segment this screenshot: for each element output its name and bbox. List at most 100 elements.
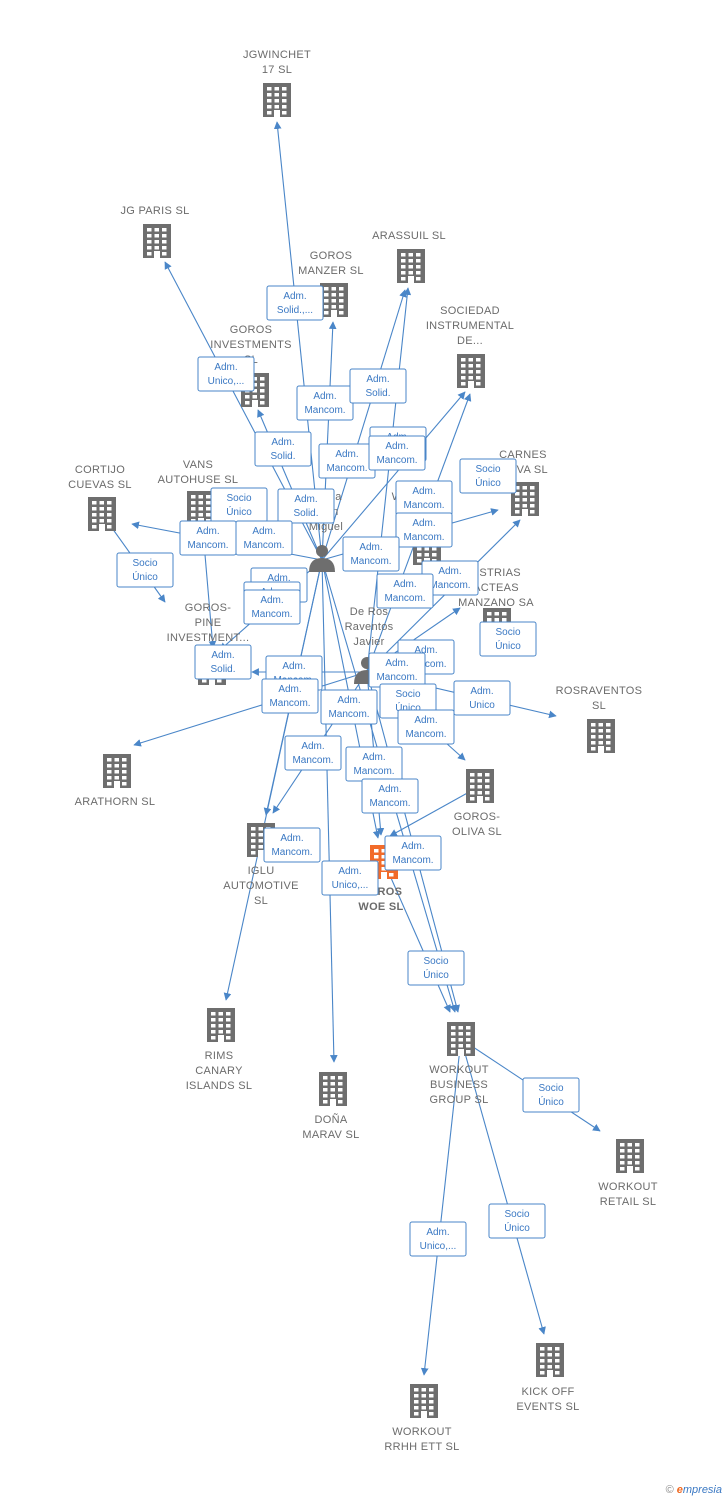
node-label-line: DE... [457, 335, 483, 347]
relation-label[interactable]: Adm.Unico,... [197, 356, 255, 392]
building-icon [457, 354, 485, 388]
building-window [401, 271, 406, 275]
relation-label[interactable]: Adm.Mancom. [318, 443, 376, 479]
relation-text-line: Mancom. [392, 855, 433, 866]
relation-label[interactable]: Adm.Mancom. [345, 746, 403, 782]
footer-brand[interactable]: ©empresia [666, 1484, 722, 1496]
relation-label[interactable]: Adm.Mancom. [384, 835, 442, 871]
building-window [591, 729, 596, 733]
relation-label[interactable]: Adm.Mancom. [368, 652, 426, 688]
building-window [620, 1161, 625, 1165]
building-window [461, 382, 466, 386]
relation-text-line: Mancom. [269, 698, 310, 709]
relation-label[interactable]: Adm.Mancom. [284, 735, 342, 771]
relation-label[interactable]: Adm.Solid. [349, 368, 407, 404]
relation-label[interactable]: Adm.Solid. [277, 488, 335, 524]
building-window [515, 492, 520, 496]
building-window [99, 519, 104, 523]
relation-label[interactable]: Adm.Mancom. [261, 678, 319, 714]
building-window [620, 1155, 625, 1159]
relation-box [376, 573, 434, 609]
building-window [458, 1038, 463, 1042]
node-arassuil[interactable]: ARASSUIL SL [372, 230, 446, 283]
relation-label[interactable]: Adm.Mancom. [395, 512, 453, 548]
relation-label[interactable]: Adm.Solid. [194, 644, 252, 680]
relation-label[interactable]: Adm.Mancom. [179, 520, 237, 556]
relation-label[interactable]: Adm.Mancom. [376, 573, 434, 609]
relation-label[interactable]: Adm.Mancom. [243, 589, 301, 625]
node-gorosoliva[interactable]: GOROS-OLIVA SL [452, 769, 502, 838]
relation-label[interactable]: Adm.Mancom. [342, 536, 400, 572]
node-sociedad[interactable]: SOCIEDADINSTRUMENTALDE... [426, 305, 514, 388]
edge-workoutbg-workoutrrhh [420, 1038, 462, 1376]
building-window [421, 1388, 426, 1392]
building-window [432, 547, 437, 551]
relation-box [397, 709, 455, 745]
relation-label[interactable]: Adm.Mancom. [421, 560, 479, 596]
building-window [323, 1076, 328, 1080]
building-window [502, 612, 507, 616]
building-window [211, 1012, 216, 1016]
building-window [598, 735, 603, 739]
brand-name: mpresia [682, 1484, 722, 1496]
building-window [522, 504, 527, 508]
relation-label[interactable]: Adm.Mancom. [395, 480, 453, 516]
relation-text-line: Adm. [335, 449, 358, 460]
node-jgparis[interactable]: JG PARIS SL [120, 205, 189, 258]
building-window [107, 513, 112, 517]
relation-label[interactable]: Adm.Solid. [254, 431, 312, 467]
relation-label[interactable]: Adm.Unico,... [409, 1221, 467, 1257]
node-label-line: INSTRUMENTAL [426, 320, 514, 332]
building-window [477, 791, 482, 795]
building-window [331, 287, 336, 291]
building-window [114, 776, 119, 780]
relation-label[interactable]: Adm.Unico,... [321, 860, 379, 896]
relation-text-line: Adm. [267, 573, 290, 584]
building-window [458, 1032, 463, 1036]
node-arathorn[interactable]: ARATHORN SL [75, 754, 156, 808]
relation-label[interactable]: Adm.Mancom. [397, 709, 455, 745]
building-window [598, 723, 603, 727]
relation-text-line: Socio [475, 464, 500, 475]
relation-label[interactable]: Adm.Mancom. [263, 827, 321, 863]
relation-label[interactable]: Adm.Unico [453, 680, 511, 716]
building-window [323, 1082, 328, 1086]
node-label-line: KICK OFF [521, 1386, 574, 1398]
building-window [466, 1050, 471, 1054]
building-window [401, 259, 406, 263]
building-window [99, 507, 104, 511]
relation-label[interactable]: Adm.Mancom. [296, 385, 354, 421]
building-window [627, 1143, 632, 1147]
building-window [540, 1353, 545, 1357]
relation-label[interactable]: Adm.Mancom. [235, 520, 293, 556]
relation-label[interactable]: Adm.Mancom. [361, 778, 419, 814]
node-label-line: MANZER SL [298, 265, 364, 277]
relation-label[interactable]: Adm.Mancom. [320, 689, 378, 725]
relation-text-line: Único [226, 505, 252, 518]
relation-label[interactable]: Adm.Solid.,... [266, 285, 324, 321]
building-window [252, 395, 257, 399]
building-window [598, 741, 603, 745]
building-window [476, 370, 481, 374]
relation-label[interactable]: Adm.Mancom. [368, 435, 426, 471]
building-window [477, 773, 482, 777]
